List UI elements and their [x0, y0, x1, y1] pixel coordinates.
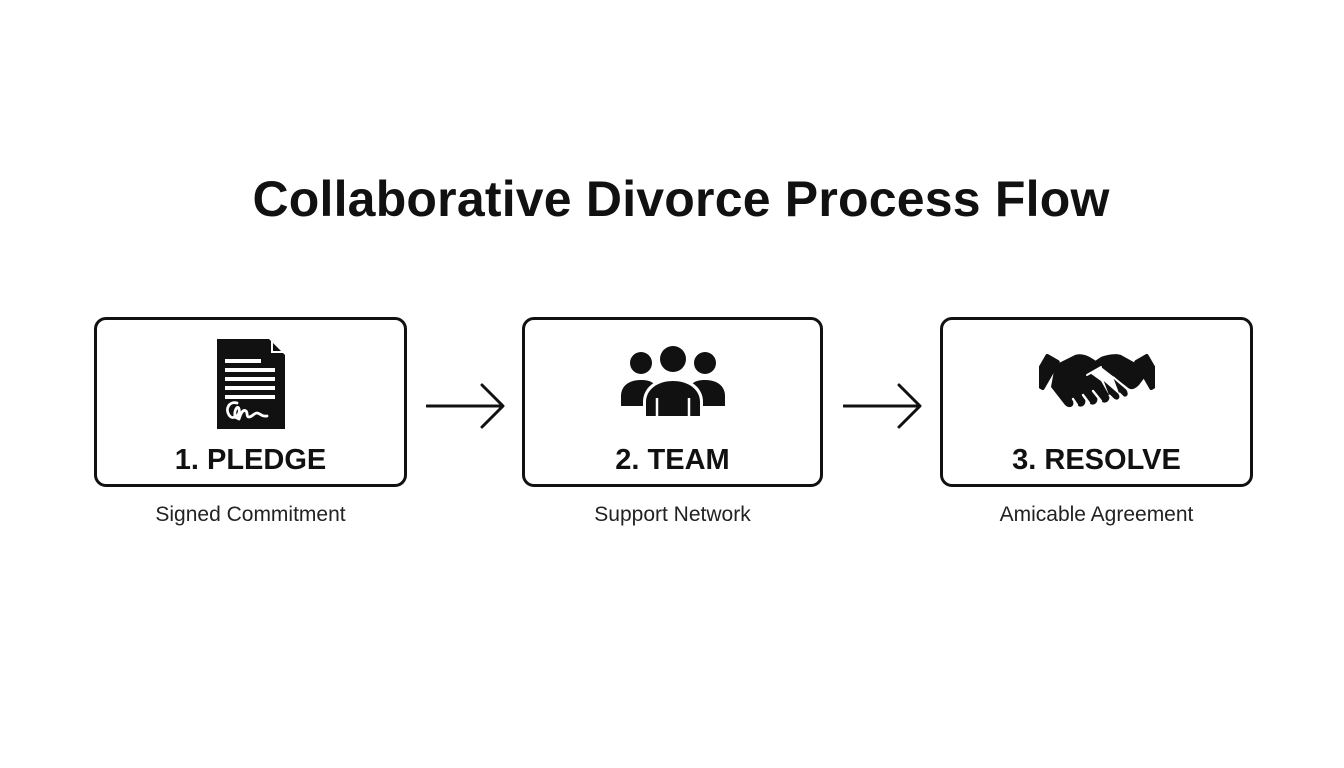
diagram-title: Collaborative Divorce Process Flow	[252, 171, 1110, 227]
step-caption-pledge: Signed Commitment	[155, 503, 346, 526]
team-icon	[620, 344, 725, 416]
step-box-resolve: 3. RESOLVE	[940, 317, 1253, 487]
arrow-right-icon	[843, 383, 922, 429]
handshake-icon	[1038, 354, 1155, 408]
step-label: 1. PLEDGE	[174, 444, 327, 476]
step-caption-resolve: Amicable Agreement	[999, 503, 1194, 526]
step-box-pledge: 1. PLEDGE	[94, 317, 407, 487]
arrow-right-icon	[426, 383, 505, 429]
step-label: 2. TEAM	[615, 444, 730, 476]
step-caption-team: Support Network	[594, 503, 751, 526]
step-label: 3. RESOLVE	[1012, 444, 1181, 476]
step-box-team: 2. TEAM	[522, 317, 823, 487]
signed-document-icon	[216, 339, 285, 429]
